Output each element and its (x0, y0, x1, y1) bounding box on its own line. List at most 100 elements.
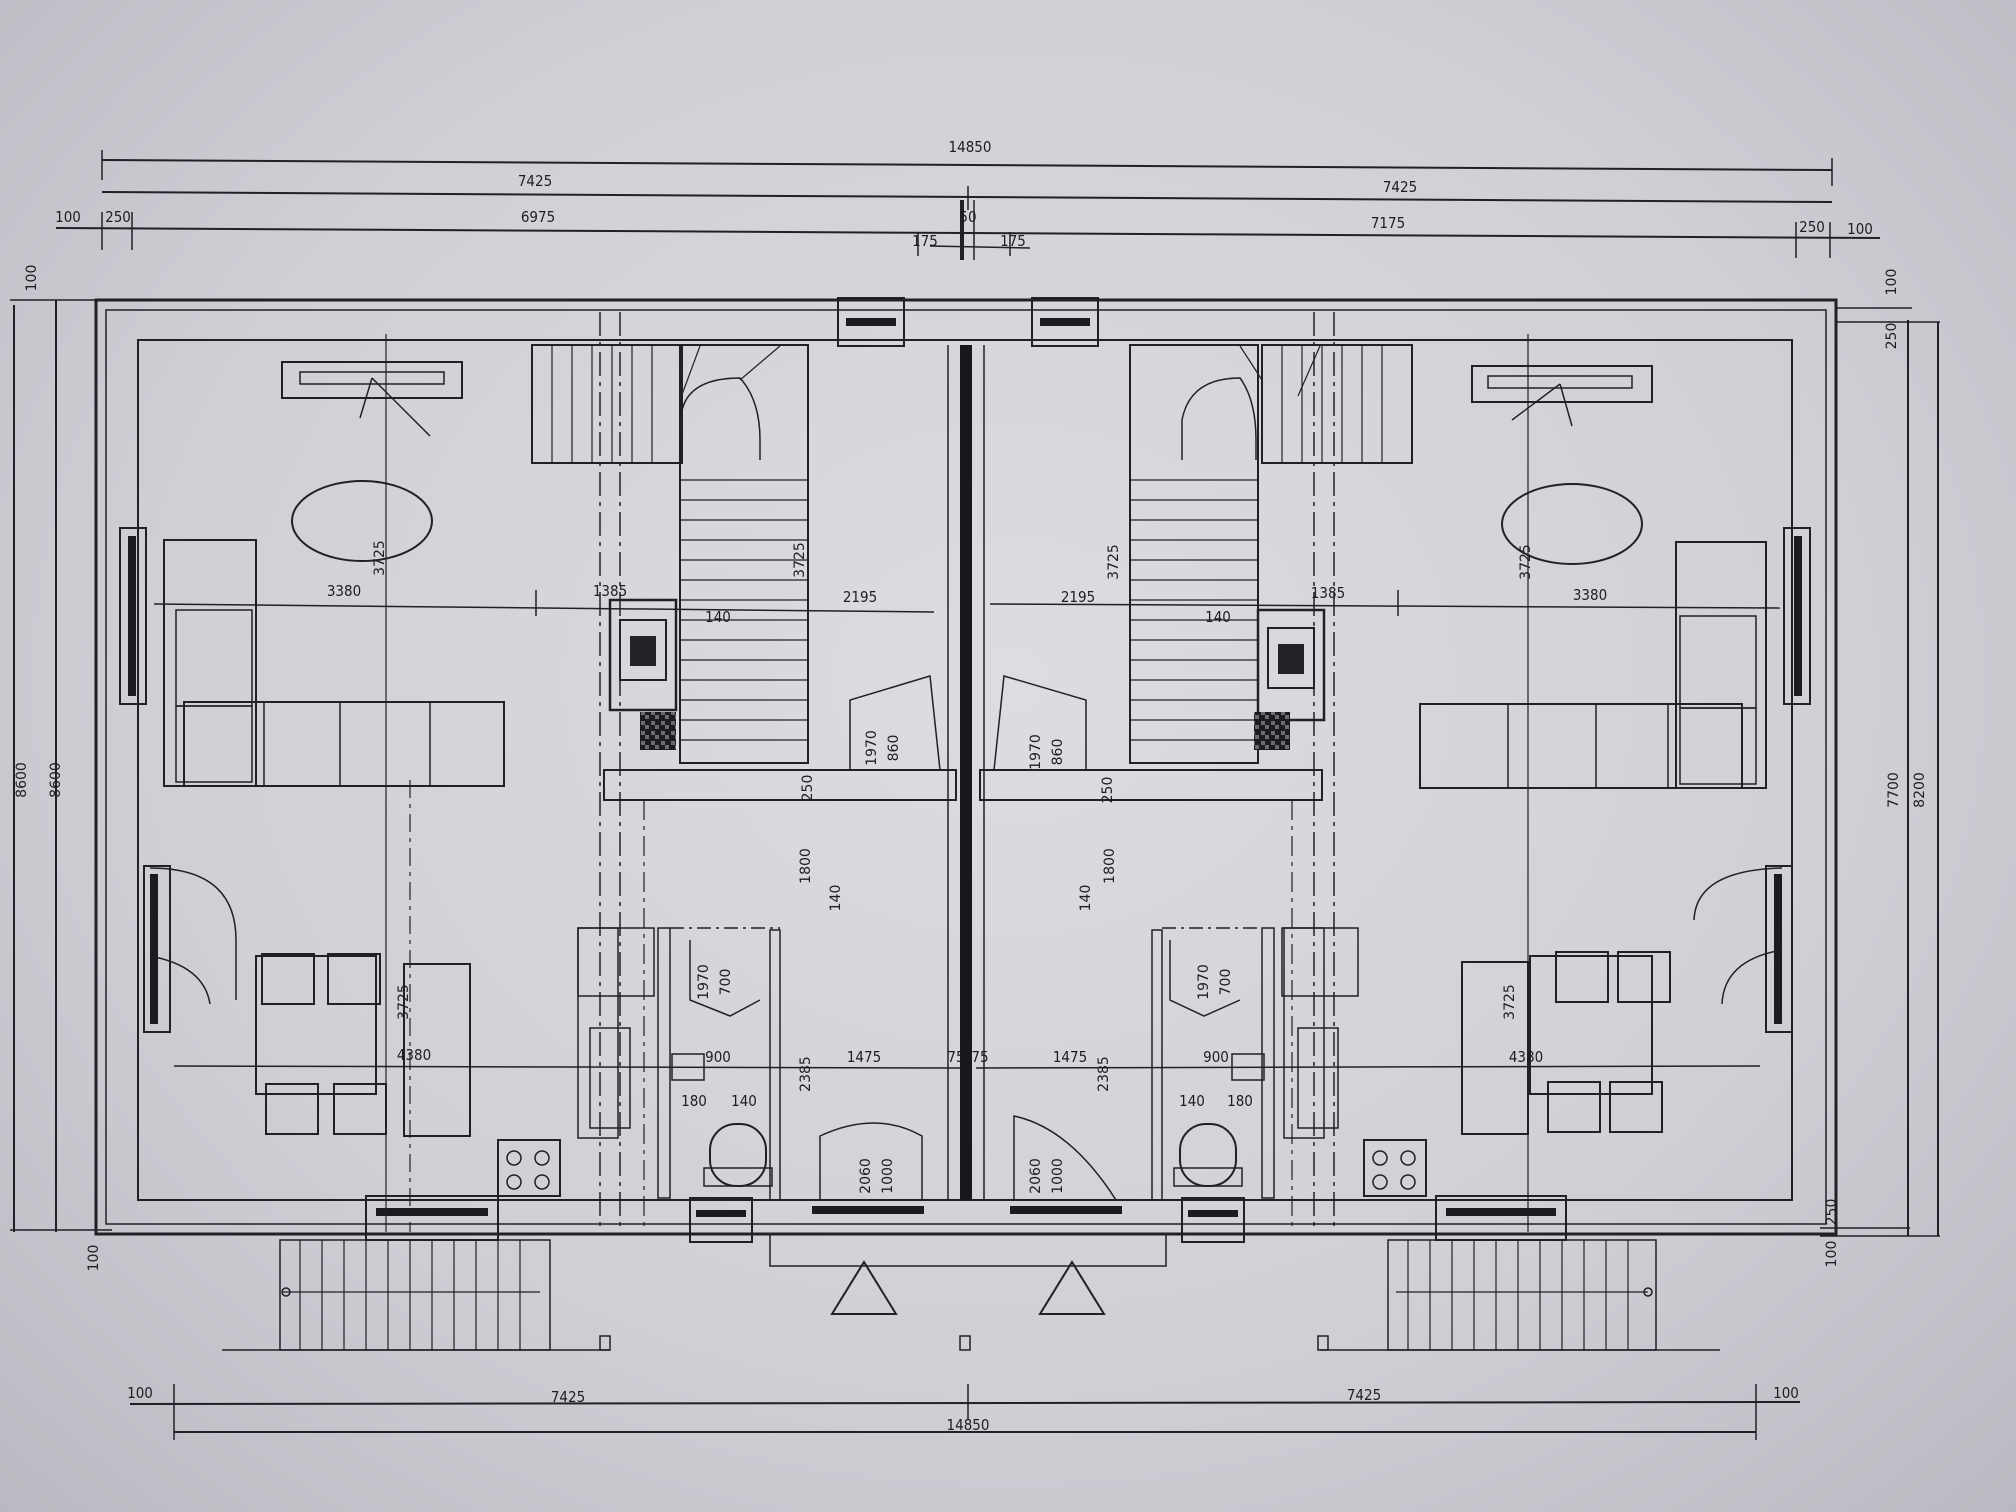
dim-entry-w-right: 1475 (1053, 1048, 1087, 1066)
sofa-left-side (163, 539, 257, 787)
dim-stair-left: 1385 (593, 582, 627, 600)
tv-unit-right (1471, 365, 1653, 403)
dim-right-top: 100 (1884, 269, 1900, 296)
dim-door-w-right: 1970 (1028, 734, 1044, 770)
dim-mid-left: 75 (947, 1048, 964, 1066)
dim-hall-w-left: 2195 (843, 588, 877, 606)
dim-front-door-w-left: 1000 (880, 1158, 896, 1194)
bottom-dimension-labels: 100 7425 7425 100 14850 (127, 1384, 1799, 1434)
outer-wall-outline (94, 298, 1838, 1236)
dining-table-left (255, 955, 377, 1095)
toilet-left (709, 1123, 767, 1187)
sofa-right-side (1675, 541, 1767, 789)
dim-kitchen-h-right: 3725 (1502, 984, 1518, 1020)
dim-wc-w-left: 900 (705, 1048, 731, 1066)
window-left-kitchen (143, 865, 171, 1033)
entry-arrow-left (830, 1260, 898, 1315)
dim-stair-h-left: 3725 (792, 542, 808, 578)
right-dimension-lines (1820, 307, 1940, 1237)
window-right-kitchen (1765, 865, 1793, 1033)
dim-left-half-bottom: 7425 (551, 1388, 585, 1406)
dim-stair-off-left: 140 (705, 608, 731, 626)
dim-edge-left-top: 100 (55, 208, 81, 226)
dim-wc-w-right: 900 (1203, 1048, 1229, 1066)
window-bottom-wc-right (1181, 1197, 1245, 1243)
door-hall-right (993, 675, 1087, 771)
fireplace-right (1256, 608, 1326, 722)
tv-unit-left (281, 361, 463, 399)
dim-entry-h-right: 2385 (1096, 1056, 1112, 1092)
window-left-living (119, 527, 147, 705)
front-door-left (819, 1122, 923, 1200)
dim-right-wall-top: 250 (1884, 323, 1900, 350)
dim-mid-right: 75 (971, 1048, 988, 1066)
dim-wall-left: 250 (800, 775, 816, 802)
entrance-steps (222, 1234, 1720, 1351)
dim-living-w-right: 3380 (1573, 586, 1607, 604)
dim-living-h-left: 3725 (372, 540, 388, 576)
dining-left (255, 927, 655, 1197)
top-dimension-labels: 14850 7425 7425 100 250 6975 50 175 175 … (55, 138, 1873, 250)
living-furniture-right (1419, 334, 1767, 1232)
dim-wall140-right: 140 (1078, 885, 1094, 912)
dim-overall-bottom: 14850 (947, 1416, 990, 1434)
dim-edge-left-bottom: 100 (127, 1384, 153, 1402)
toilet-right (1179, 1123, 1237, 1187)
fridge-left (577, 927, 655, 997)
terrace-door-right-swing (1693, 867, 1783, 921)
party-wall (960, 345, 972, 1200)
dim-party-wall: 50 (959, 208, 976, 226)
windows (119, 297, 1811, 1243)
coffee-table-right (1501, 483, 1643, 565)
wall-hall-right (979, 769, 1323, 801)
dim-stair-off-right: 140 (1205, 608, 1231, 626)
dining-table-right (1529, 955, 1653, 1095)
dim-right-half-bottom: 7425 (1347, 1386, 1381, 1404)
fireplaces (608, 598, 1326, 750)
dim-hall-h-left: 1800 (798, 848, 814, 884)
dim-party-left: 175 (912, 232, 938, 250)
wc-left (671, 1053, 773, 1187)
dining-right (1281, 927, 1671, 1197)
dim-left-half-top: 7425 (518, 172, 552, 190)
dim-right-outer: 8200 (1912, 772, 1928, 808)
dim-living-h-right: 3725 (1518, 544, 1534, 580)
dim-wall-right-top: 250 (1799, 218, 1825, 236)
entry-arrow-right (1038, 1260, 1106, 1315)
dim-wc-door-right: 1970 (1196, 964, 1212, 1000)
dim-wc-wall-right: 140 (1179, 1092, 1205, 1110)
coffee-table-left (291, 480, 433, 562)
dim-stair-h-right: 3725 (1106, 544, 1122, 580)
stove-grate-left (640, 712, 676, 750)
right-dimension-labels: 100 250 7700 8200 250 100 (1824, 269, 1928, 1268)
dim-hall-w-right: 2195 (1061, 588, 1095, 606)
dim-wall140-left: 140 (828, 885, 844, 912)
dim-right-inner: 7700 (1886, 772, 1902, 808)
hob-right (1363, 1139, 1427, 1197)
dim-wall-right: 250 (1100, 777, 1116, 804)
dim-wc-door-left: 1970 (696, 964, 712, 1000)
interior-doors (689, 675, 1241, 1214)
door-wc-right (1169, 940, 1241, 1017)
dim-wc-off-left: 180 (681, 1092, 707, 1110)
sink-left (589, 1027, 631, 1129)
dim-entry-h-left: 2385 (798, 1056, 814, 1092)
sink-right (1297, 1027, 1339, 1129)
dim-inner-left-top: 6975 (521, 208, 555, 226)
wc-right (1173, 1053, 1265, 1187)
window-top-left (837, 297, 905, 347)
dim-wc-wall-left: 140 (731, 1092, 757, 1110)
front-door-right (1013, 1115, 1117, 1201)
sofa-left-main (183, 701, 505, 787)
dim-kitchen-w-left: 4380 (397, 1046, 431, 1064)
dim-left-bottom: 100 (86, 1245, 102, 1272)
terrace-steps-left (279, 1239, 551, 1351)
kitchen-island-left (403, 963, 471, 1137)
dim-wc-door-h-right: 700 (1218, 969, 1234, 996)
dim-left-top: 100 (24, 265, 40, 292)
outer-walls (94, 298, 1838, 1236)
dim-left-inner: 8600 (48, 762, 64, 798)
door-hall-left (849, 675, 941, 771)
dim-entry-w-left: 1475 (847, 1048, 881, 1066)
